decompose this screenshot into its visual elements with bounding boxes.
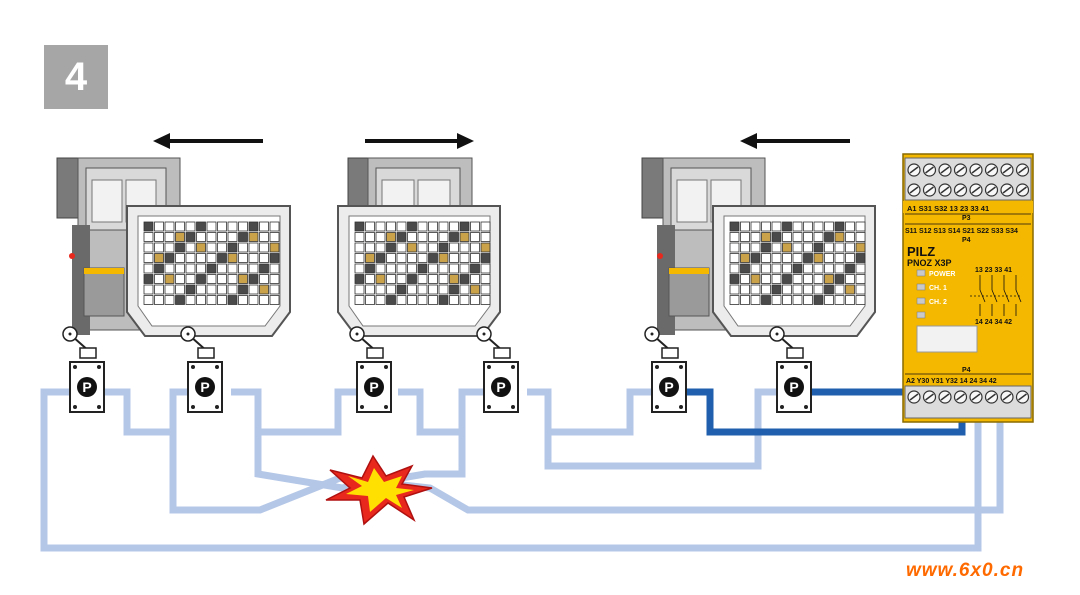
machine-2	[337, 157, 501, 337]
cable-series-chain	[96, 388, 785, 470]
switch-label: P	[200, 379, 209, 395]
p-logo-icon	[784, 377, 804, 397]
switch-label: P	[664, 379, 673, 395]
switch-label: P	[369, 379, 378, 395]
led-power-indicator	[916, 269, 926, 277]
position-switch: P	[349, 326, 392, 413]
block-p4-top-label: P4	[962, 237, 971, 244]
switch-label: P	[789, 379, 798, 395]
arrow-left-icon	[740, 133, 850, 149]
watermark-text: www.6x0.cn	[906, 560, 1025, 581]
explosion-icon	[325, 454, 433, 526]
position-switch: P	[62, 326, 105, 413]
step-number-badge: 4	[44, 45, 108, 109]
machine-3	[641, 157, 876, 337]
relay-model: PNOZ X3P	[907, 258, 952, 268]
p-logo-icon	[364, 377, 384, 397]
p-logo-icon	[659, 377, 679, 397]
led-ch2-label: CH. 2	[929, 299, 947, 306]
position-switch: P	[180, 326, 223, 413]
position-switch: P	[769, 326, 812, 413]
cable-outer-loop	[40, 388, 982, 552]
relay-label-window	[916, 325, 978, 353]
position-switch: P	[644, 326, 687, 413]
terminal-top-row: A1 S31 S32 13 23 33 41	[907, 204, 989, 213]
p-logo-icon	[195, 377, 215, 397]
safety-relay: A1 S31 S32 13 23 33 41 P3 S11 S12 S13 S1…	[902, 153, 1034, 423]
block-p4-bottom-label: P4	[962, 367, 971, 374]
cable-highlight-channel	[686, 388, 966, 436]
terminal-screws-bottom	[907, 390, 1030, 404]
led-power-label: POWER	[929, 271, 955, 278]
position-switch: P	[476, 326, 519, 413]
terminal-bottom-row: A2 Y30 Y31 Y32 14 24 34 42	[906, 378, 997, 385]
led-ch1-label: CH. 1	[929, 285, 947, 292]
led-ch2-indicator	[916, 297, 926, 305]
switch-label: P	[496, 379, 505, 395]
arrow-right-icon	[365, 133, 474, 149]
block-p3-label: P3	[962, 215, 971, 222]
cable-network	[40, 388, 1004, 552]
relay-brand: PILZ	[907, 244, 935, 259]
machine-1	[56, 157, 291, 337]
guard-mesh	[354, 221, 491, 305]
terminal-mid-row: S11 S12 S13 S14 S21 S22 S33 S34	[905, 228, 1018, 235]
terminal-screws-top	[907, 163, 1030, 197]
cable-cross-a	[169, 412, 1004, 514]
guard-mesh	[729, 221, 866, 305]
led-ch1-indicator	[916, 283, 926, 291]
switch-label: P	[82, 379, 91, 395]
guard-mesh	[143, 221, 280, 305]
contacts-top-numbers: 13 23 33 41	[975, 267, 1012, 274]
arrow-left-icon	[153, 133, 263, 149]
contacts-bottom-numbers: 14 24 34 42	[975, 319, 1012, 326]
contact-schematic: 13 23 33 41 14 24 34 42	[970, 267, 1022, 326]
p-logo-icon	[491, 377, 511, 397]
cable-chain-to-relay	[544, 388, 660, 466]
status-leds: POWER CH. 1 CH. 2	[916, 269, 955, 319]
p-logo-icon	[77, 377, 97, 397]
